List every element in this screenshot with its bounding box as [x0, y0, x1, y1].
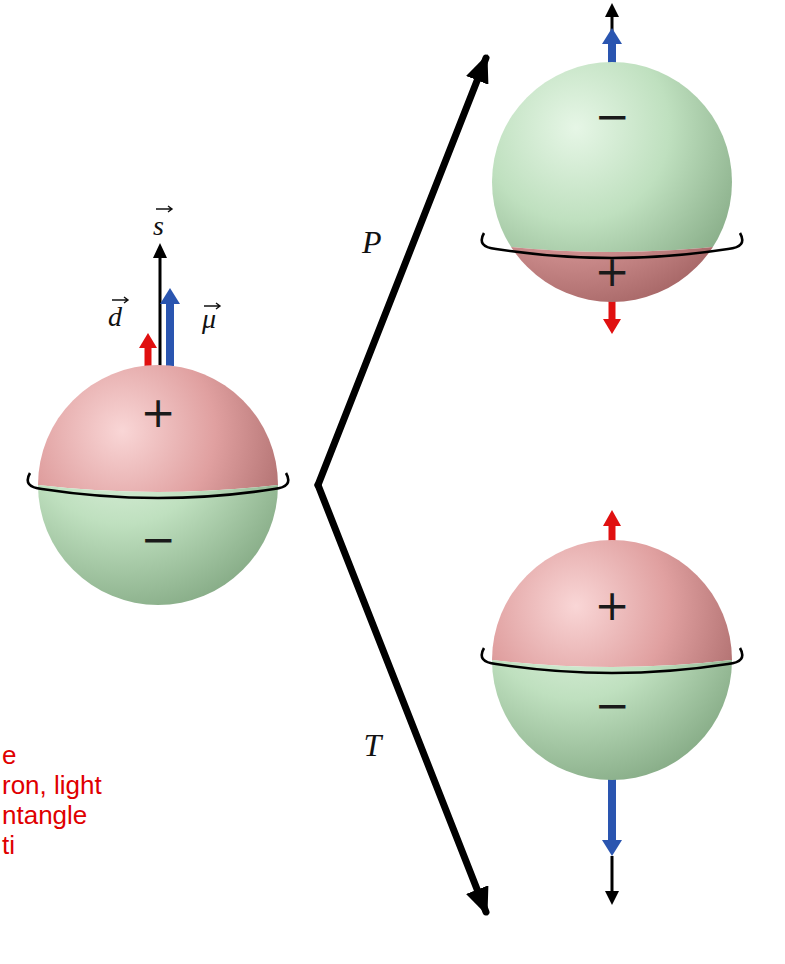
rotation-ring [28, 473, 289, 498]
charge-sign: − [492, 96, 732, 138]
cropped-note: ntangle [2, 802, 87, 828]
operation-label: P [362, 226, 382, 258]
vector-symbol: d [108, 303, 122, 331]
spin-arrow [605, 856, 619, 905]
charged-sphere: +− [38, 365, 278, 605]
sphere-shape [492, 540, 732, 780]
magnetic-moment-arrow [160, 288, 180, 366]
magnetic-moment-arrow [602, 28, 622, 64]
charged-sphere: +− [492, 540, 732, 780]
charged-sphere: −+ [492, 62, 732, 302]
dipole-arrow [603, 510, 621, 542]
cropped-note: ron, light [2, 772, 102, 798]
dipole-arrow [139, 333, 157, 366]
charge-sign: − [38, 519, 278, 561]
vector-symbol: μ [202, 305, 216, 333]
vector-symbol: s [153, 212, 164, 240]
dipole-arrow [603, 300, 621, 334]
charge-sign: + [38, 392, 278, 434]
rotation-ring [482, 648, 743, 673]
magnetic-moment-arrow [602, 778, 622, 856]
transform-arrow [318, 485, 486, 912]
vector-accent [112, 206, 220, 309]
charge-sign: + [492, 585, 732, 627]
cropped-note: e [2, 742, 16, 768]
charge-sign: − [492, 685, 732, 727]
transform-arrow [318, 58, 486, 485]
cropped-note: ti [2, 832, 15, 858]
charge-sign: + [492, 251, 732, 293]
operation-label: T [364, 729, 382, 761]
